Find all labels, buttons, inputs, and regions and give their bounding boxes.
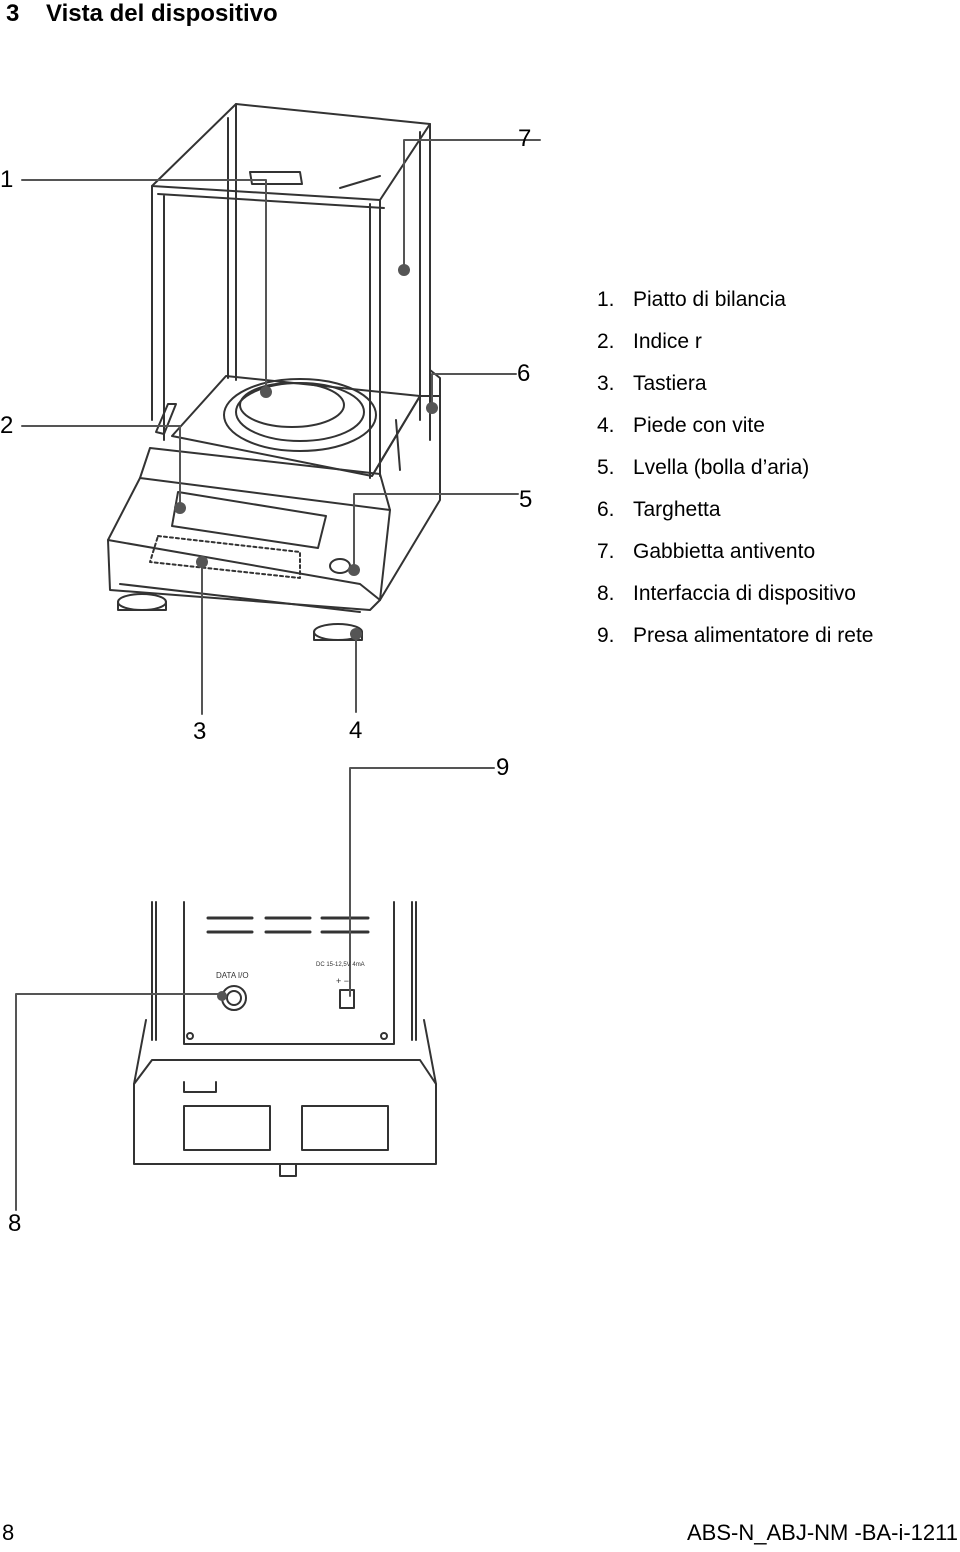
section-number: 3	[6, 0, 20, 27]
callout-5: 5	[519, 486, 533, 513]
legend-item: 7.Gabbietta antivento	[597, 540, 816, 563]
callout-4: 4	[349, 717, 363, 744]
legend-item: 5.Lvella (bolla d’aria)	[597, 456, 810, 479]
legend-item: 3.Tastiera	[597, 372, 707, 395]
callout-1: 1	[0, 166, 14, 193]
legend-item: 9.Presa alimentatore di rete	[597, 624, 874, 647]
power-rating-label: DC 15-12,5V 4mA	[316, 962, 365, 968]
callout-3: 3	[193, 718, 207, 745]
callout-2: 2	[0, 412, 14, 439]
data-io-label: DATA I/O	[216, 971, 249, 980]
callout-6: 6	[517, 360, 531, 387]
section-title: Vista del dispositivo	[46, 0, 278, 27]
polarity-label: + −	[336, 976, 349, 986]
page-number: 8	[2, 1520, 15, 1545]
legend-item: 8.Interfaccia di dispositivo	[597, 582, 856, 605]
legend-item: 6.Targhetta	[597, 498, 721, 521]
document-code: ABS-N_ABJ-NM -BA-i-1211	[687, 1520, 958, 1545]
legend-item: 2.Indice r	[597, 330, 702, 353]
callout-9: 9	[496, 754, 510, 781]
section-heading: 3 Vista del dispositivo	[6, 0, 278, 28]
balance-rear-view	[133, 901, 437, 1177]
parts-legend: 1.Piatto di bilancia 2.Indice r 3.Tastie…	[597, 285, 873, 663]
callout-7: 7	[518, 125, 532, 152]
legend-item: 4.Piede con vite	[597, 414, 765, 437]
callout-8: 8	[8, 1210, 22, 1237]
legend-item: 1.Piatto di bilancia	[597, 288, 786, 311]
balance-front-view	[107, 103, 441, 641]
